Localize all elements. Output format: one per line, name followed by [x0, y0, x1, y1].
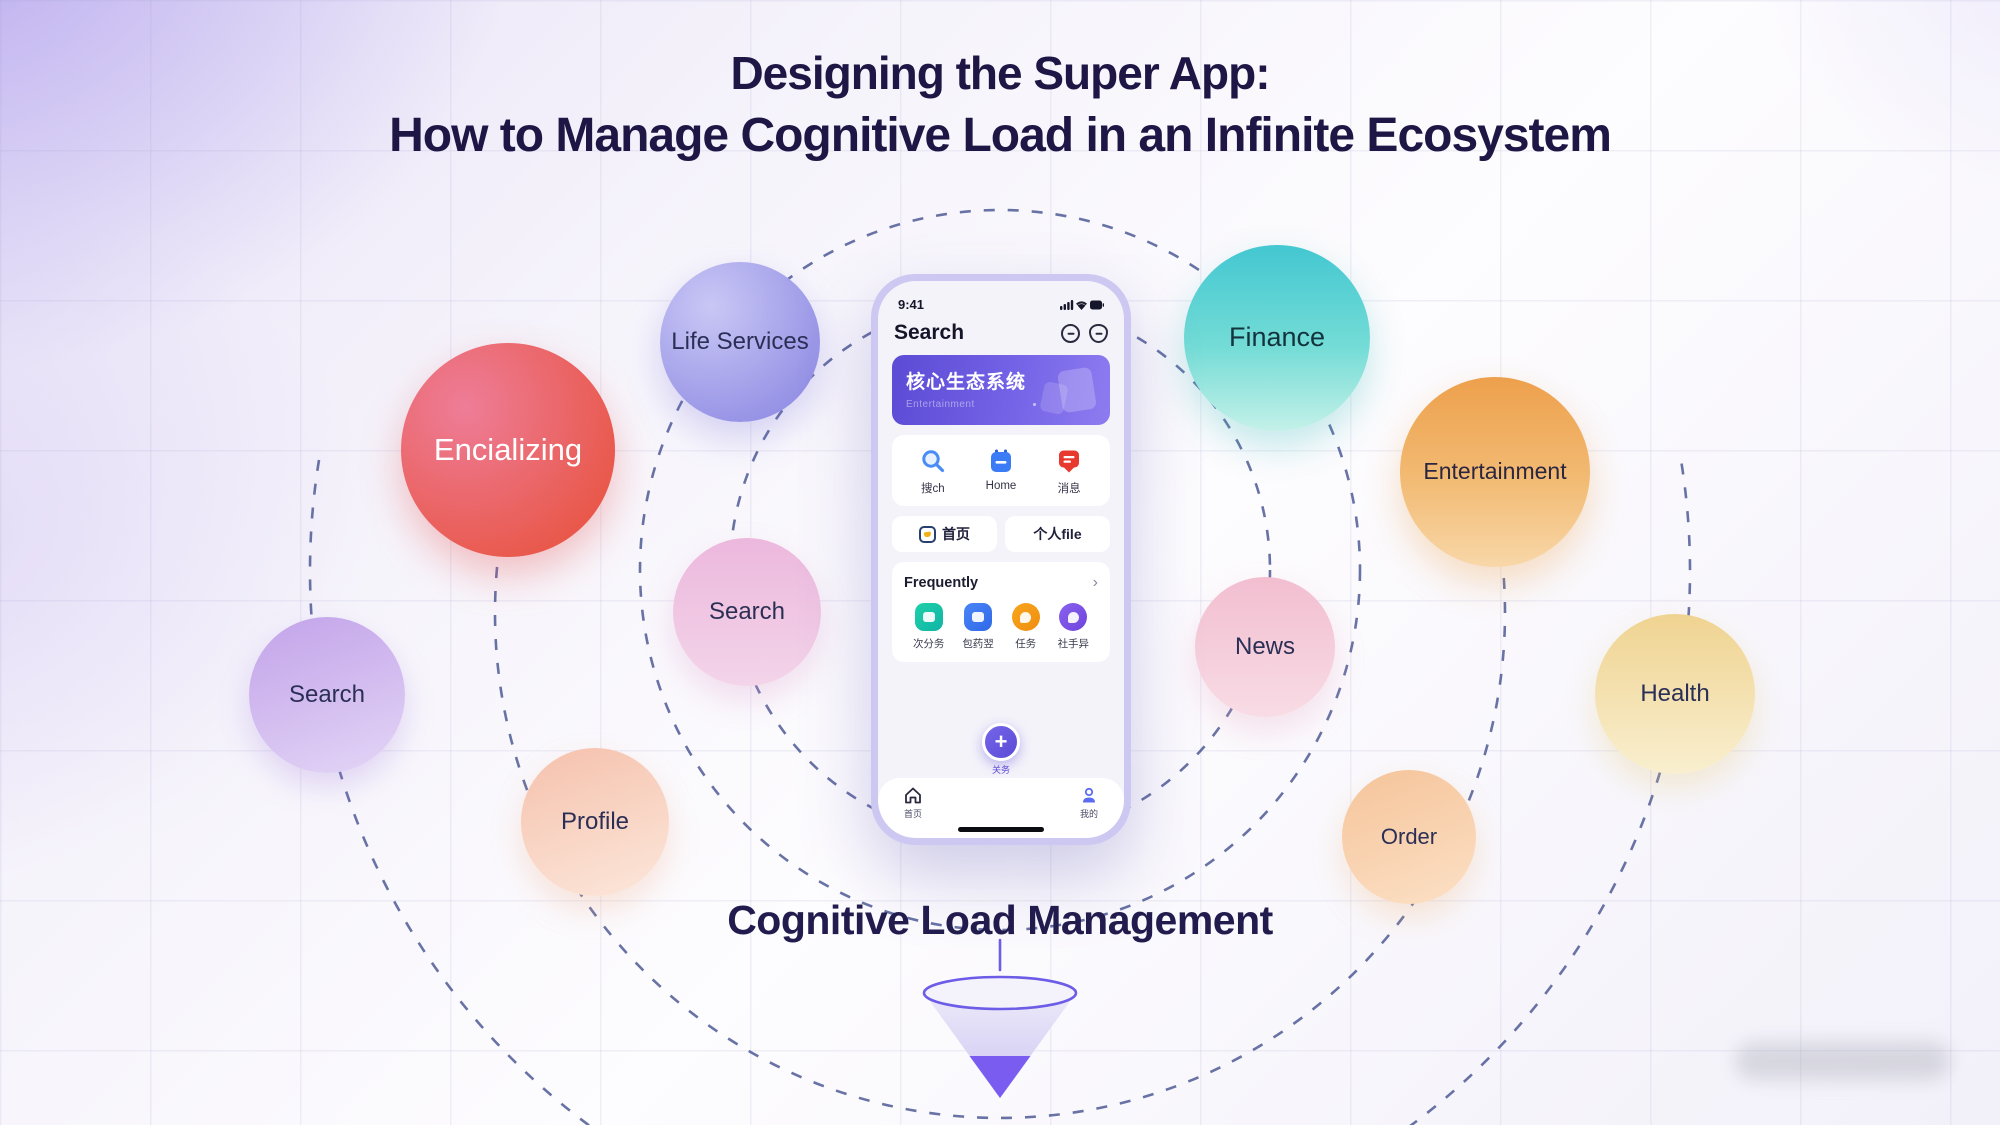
capsule-close-icon — [1089, 323, 1108, 343]
bubble-label: Encializing — [433, 431, 583, 467]
message-icon — [1059, 450, 1080, 473]
bubble-label: Entertainment — [1423, 458, 1567, 485]
frequently-title: Frequently — [904, 575, 979, 591]
pill-label: 个人file — [1033, 526, 1082, 542]
funnel-icon — [922, 938, 1078, 1098]
bubble-label: Search — [288, 680, 366, 708]
frequently-item-label: 次分务 — [912, 638, 945, 650]
bubble-label: Profile — [560, 807, 630, 835]
frequently-header: Frequently › — [904, 574, 1098, 592]
title-line-2: How to Manage Cognitive Load in an Infin… — [389, 109, 1612, 163]
pill-profile-button: 个人file — [1005, 516, 1110, 552]
bubble-label: Order — [1380, 823, 1438, 849]
frequently-item: 任务 — [1011, 603, 1040, 651]
bubble-label: Search — [708, 597, 786, 625]
bubble-order: Order — [1342, 770, 1476, 904]
search-icon — [922, 450, 944, 473]
bubble-health: Health — [1595, 614, 1755, 774]
quick-icons-card: 搜ch Home — [892, 435, 1110, 506]
phone-screen: 9:41 Search — [878, 281, 1124, 838]
blue-app-icon — [964, 603, 993, 631]
home-icon — [905, 787, 921, 804]
phone-mockup: 9:41 Search — [871, 274, 1131, 845]
bubble-label: Health — [1640, 679, 1710, 707]
bubble-search-outer: Search — [249, 617, 405, 773]
badge-icon — [919, 525, 936, 543]
hero-banner: 核心生态系统 Entertainment — [892, 355, 1110, 425]
bubble-label: Finance — [1228, 322, 1326, 353]
teal-app-icon — [914, 603, 943, 631]
home-indicator-bar — [958, 827, 1044, 832]
quick-item-home: Home — [985, 448, 1017, 496]
pill-label: 首页 — [942, 526, 970, 542]
minus-circle-icon — [1061, 323, 1080, 343]
frequently-item: 社手异 — [1057, 603, 1090, 651]
bubble-news: News — [1195, 577, 1335, 717]
purple-app-icon — [1059, 603, 1088, 631]
bubble-profile: Profile — [521, 748, 669, 896]
background-smudge — [1735, 1042, 1950, 1080]
page-title: Designing the Super App: How to Manage C… — [0, 42, 2000, 169]
app-header-title: Search — [894, 321, 965, 344]
header-icon-group — [1061, 323, 1108, 343]
title-line-1: Designing the Super App: — [730, 47, 1270, 99]
status-bar: 9:41 — [892, 295, 1110, 312]
banner-dot-decoration — [1033, 403, 1036, 406]
chevron-right-icon: › — [1092, 574, 1098, 591]
bubble-encializing: Encializing — [401, 343, 615, 557]
status-icons — [1060, 300, 1104, 310]
pill-home-button: 首页 — [892, 516, 997, 552]
quick-item-label: 搜ch — [921, 483, 945, 495]
pill-button-row: 首页 个人file — [892, 516, 1110, 552]
status-time: 9:41 — [898, 297, 925, 312]
frequently-item-label: 任务 — [1015, 638, 1037, 650]
frequently-item: 包药翌 — [962, 603, 994, 651]
quick-item-search: 搜ch — [920, 448, 946, 496]
cognitive-load-label: Cognitive Load Management — [727, 897, 1273, 943]
tab-home: 首页 — [904, 787, 922, 820]
quick-item-label: Home — [985, 480, 1017, 492]
banner-title: 核心生态系统 — [906, 372, 1027, 393]
bubble-label: Life Services — [671, 327, 809, 355]
frequently-icons-row: 次分务 包药翌 任务 社手异 — [904, 603, 1098, 651]
banner-subtitle: Entertainment — [906, 399, 975, 410]
frequently-item-label: 社手异 — [1057, 638, 1090, 650]
plus-fab-icon: + — [982, 723, 1020, 761]
frequently-item: 次分务 — [912, 603, 945, 651]
tab-label: 关务 — [991, 765, 1011, 775]
app-header: Search — [892, 321, 1110, 345]
bubble-search-inner: Search — [673, 538, 821, 686]
bubble-finance: Finance — [1184, 245, 1370, 431]
person-icon — [1082, 787, 1095, 803]
bubble-life-services: Life Services — [660, 262, 820, 422]
orange-app-icon — [1011, 603, 1040, 631]
frequently-item-label: 包药翌 — [962, 638, 994, 650]
frequently-card: Frequently › 次分务 包药翌 任务 — [892, 562, 1110, 662]
tab-profile: 我的 — [1080, 787, 1098, 820]
tab-label: 首页 — [904, 809, 923, 819]
tab-label: 我的 — [1079, 809, 1098, 819]
quick-item-messages: 消息 — [1056, 448, 1082, 496]
bubble-label: News — [1234, 632, 1295, 660]
bubble-entertainment: Entertainment — [1400, 377, 1590, 567]
calendar-icon — [990, 449, 1011, 472]
banner-dot-decoration — [1017, 383, 1022, 388]
quick-item-label: 消息 — [1057, 483, 1081, 495]
